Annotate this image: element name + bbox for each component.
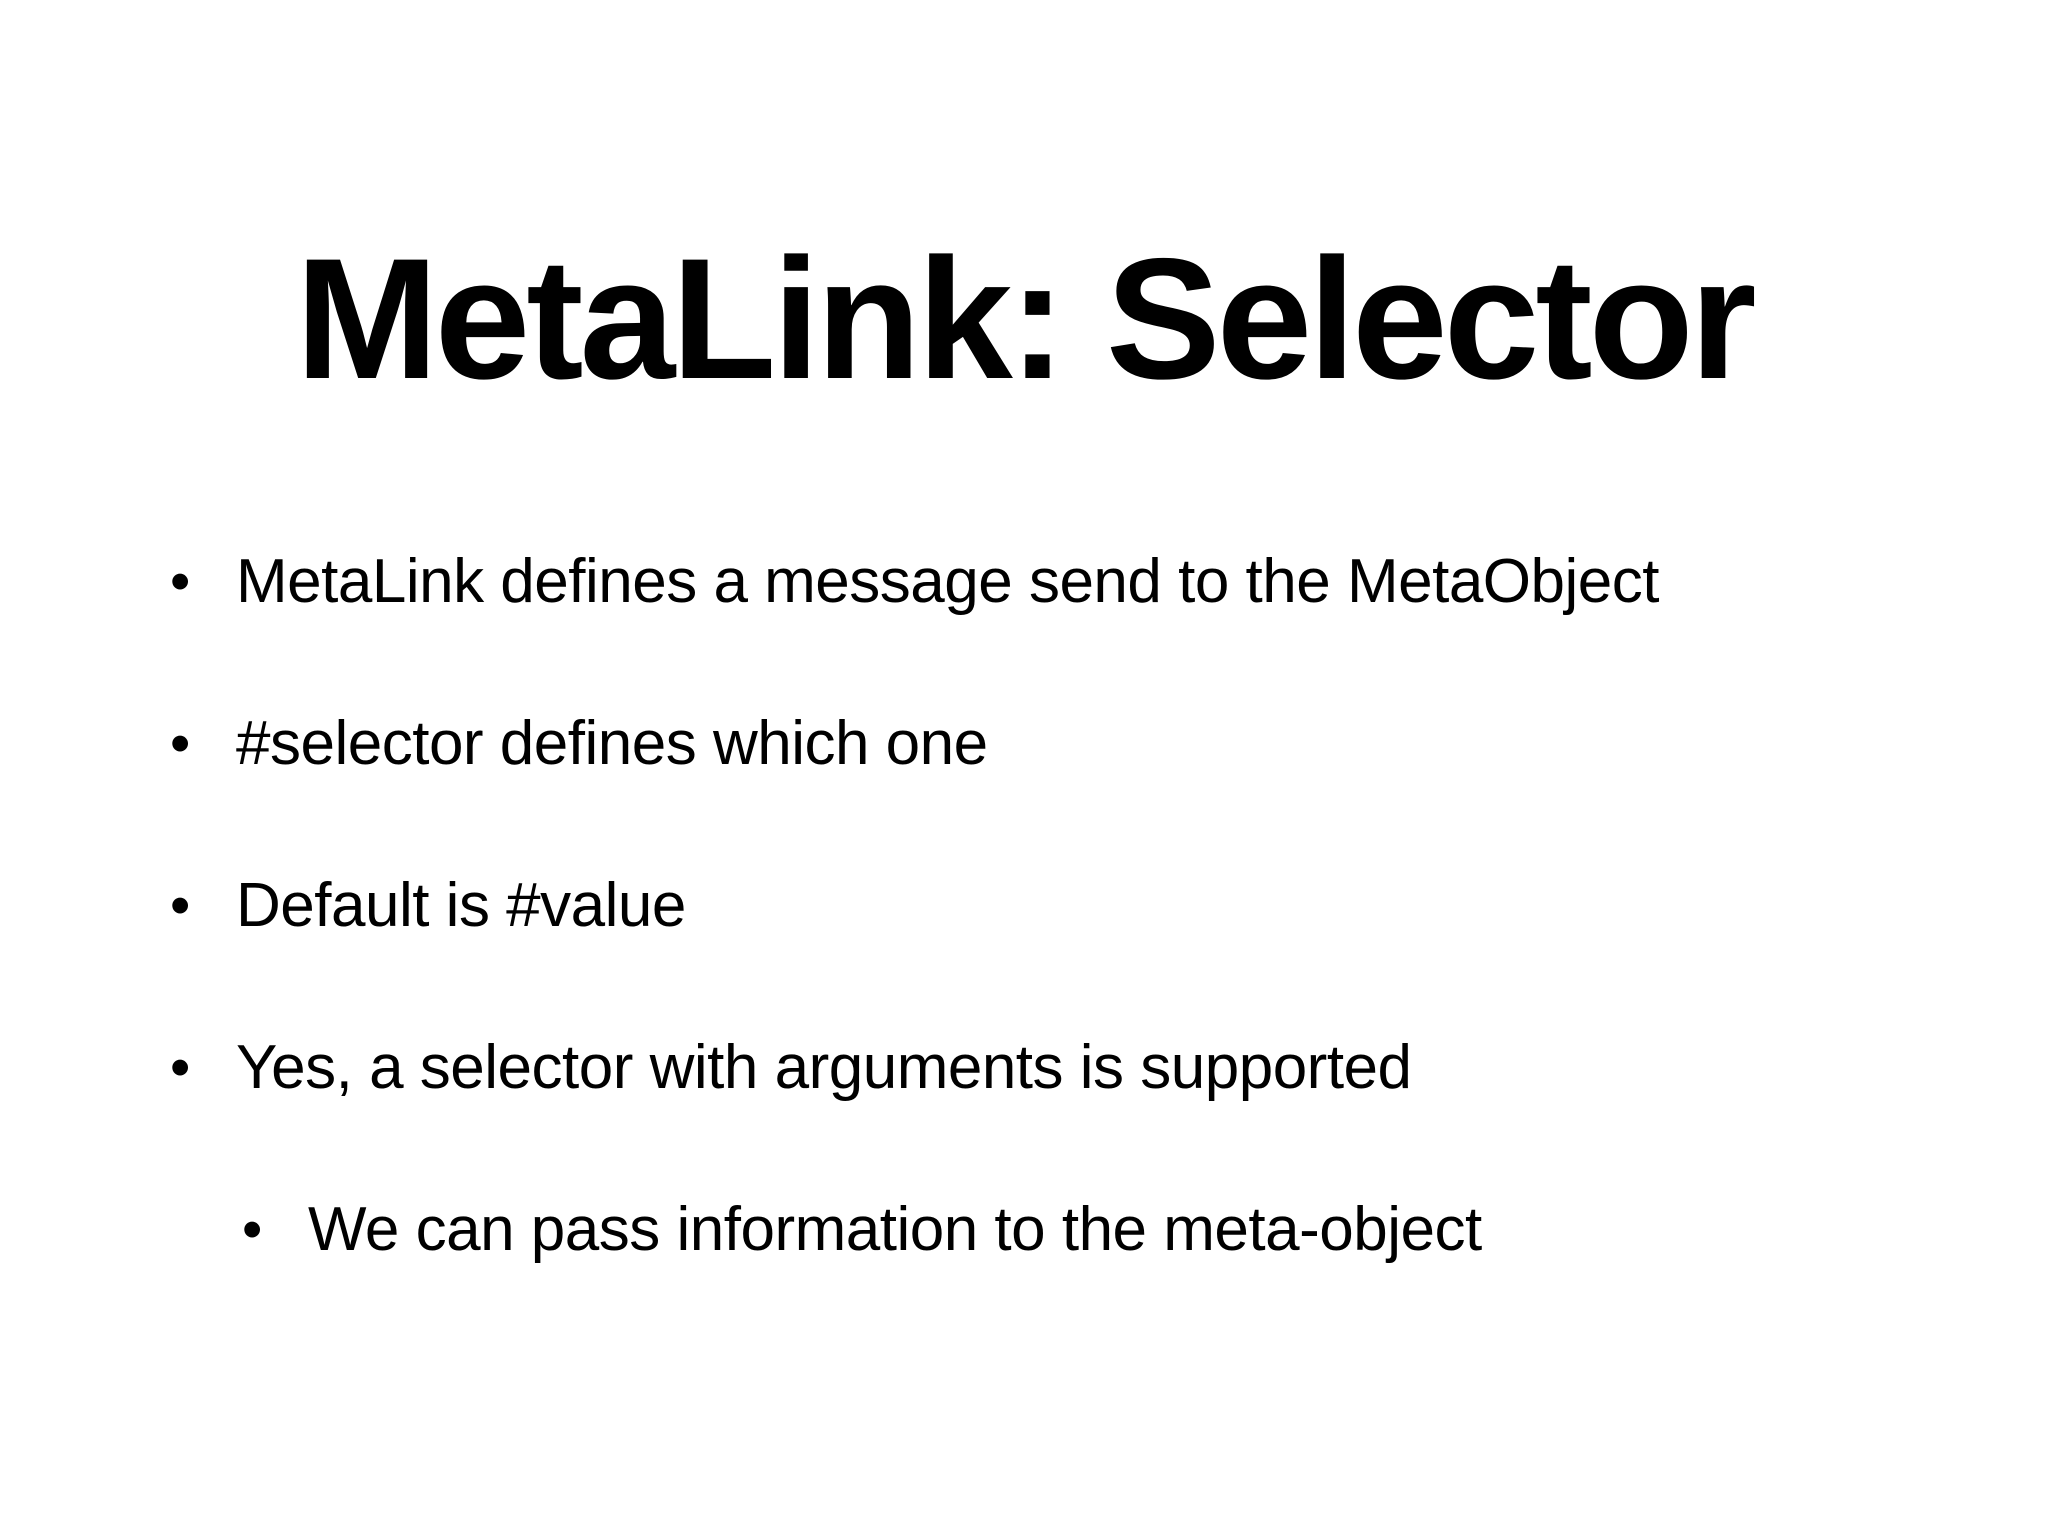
- bullet-text: We can pass information to the meta-obje…: [308, 1195, 1482, 1264]
- list-item: • We can pass information to the meta-ob…: [242, 1193, 1948, 1267]
- bullet-icon: •: [242, 1197, 262, 1262]
- bullet-text: Yes, a selector with arguments is suppor…: [236, 1033, 1412, 1102]
- slide-title: MetaLink: Selector: [295, 223, 1756, 416]
- bullet-icon: •: [170, 1035, 190, 1100]
- bullet-list: • MetaLink defines a message send to the…: [170, 545, 1948, 1355]
- list-item: • Yes, a selector with arguments is supp…: [170, 1031, 1948, 1105]
- bullet-text: MetaLink defines a message send to the M…: [236, 547, 1660, 616]
- bullet-icon: •: [170, 549, 190, 614]
- bullet-icon: •: [170, 873, 190, 938]
- list-item: • MetaLink defines a message send to the…: [170, 545, 1948, 619]
- bullet-icon: •: [170, 711, 190, 776]
- bullet-text: #selector defines which one: [236, 709, 988, 778]
- list-item: • #selector defines which one: [170, 707, 1948, 781]
- bullet-text: Default is #value: [236, 871, 686, 940]
- list-item: • Default is #value: [170, 869, 1948, 943]
